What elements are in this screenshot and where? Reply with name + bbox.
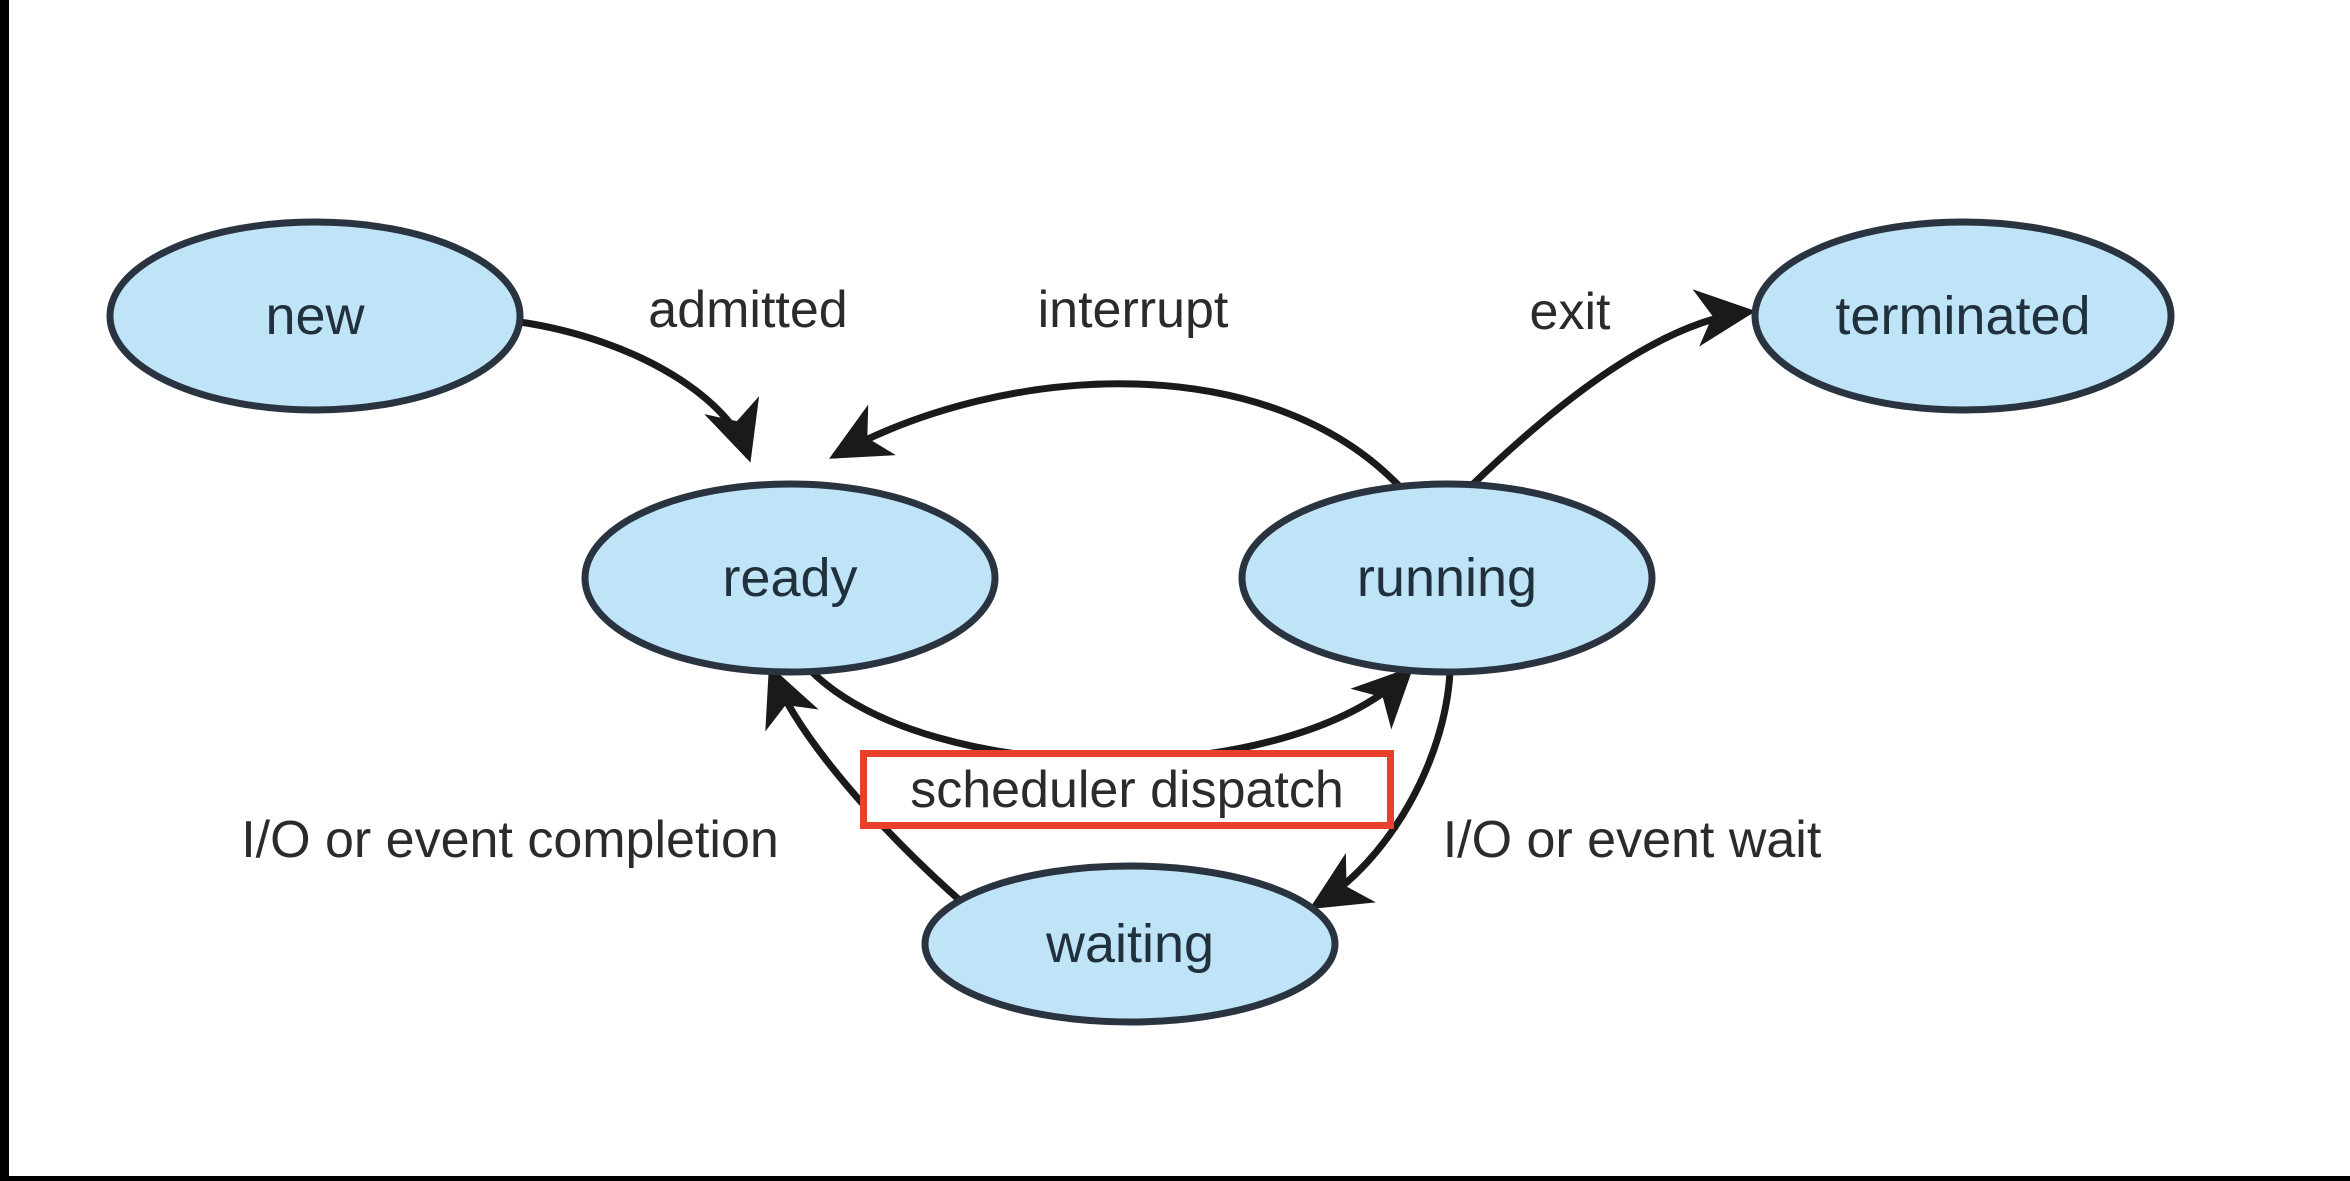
edge-scheduler-dispatch — [806, 666, 1414, 764]
edge-admitted — [516, 318, 760, 463]
node-waiting[interactable] — [921, 862, 1339, 1026]
edge-label-interrupt: interrupt — [1037, 281, 1229, 339]
edge-label-io-event-wait: I/O or event wait — [1442, 811, 1822, 869]
node-terminated[interactable] — [1751, 218, 2175, 414]
node-new[interactable] — [106, 218, 524, 414]
edge-label-scheduler-dispatch: scheduler dispatch — [910, 760, 1344, 819]
edge-exit — [1466, 289, 1756, 491]
edge-interrupt — [829, 380, 1404, 491]
frame-bottom-rule — [0, 1176, 2350, 1181]
edge-io-event-completion — [765, 664, 969, 909]
frame-left-rule — [0, 0, 9, 1181]
edge-label-io-event-completion: I/O or event completion — [241, 811, 779, 869]
node-running[interactable] — [1238, 480, 1656, 676]
edge-label-admitted: admitted — [648, 281, 848, 339]
scheduler-dispatch-highlight-box[interactable]: scheduler dispatch — [860, 750, 1394, 829]
edge-io-event-wait — [1309, 668, 1454, 910]
edge-label-exit: exit — [1529, 283, 1611, 341]
node-ready[interactable] — [581, 480, 999, 676]
